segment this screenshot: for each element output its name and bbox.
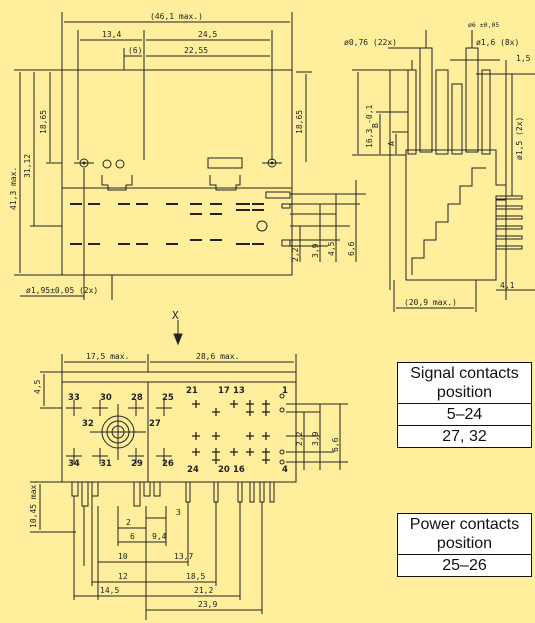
signal-contacts-table: Signal contacts position 5–24 27, 32 (397, 362, 532, 448)
pin-number: 17 (218, 386, 230, 396)
dim-overall-width: (46,1 max.) (150, 12, 203, 21)
signal-table-row: 27, 32 (397, 425, 532, 448)
bottom-view-labels: 17,5 max. 28,6 max. 4,5 2,2 3,9 6,6 10,4… (29, 352, 340, 609)
dim-10: 10 (118, 552, 128, 561)
dim-6: (6) (128, 46, 142, 55)
power-contacts-table: Power contacts position 25–26 (397, 513, 532, 577)
dim-13-7: 13,7 (174, 552, 193, 561)
dim-6-b: 6 (130, 532, 135, 541)
dim-9-4: 9,4 (152, 532, 167, 541)
pin-number: 30 (100, 393, 112, 403)
pin-number: 25 (162, 393, 174, 403)
signal-table-header: Signal contacts position (397, 362, 532, 404)
dim-22-55: 22,55 (184, 46, 208, 55)
dim-2-2: 2,2 (291, 247, 300, 262)
dim-pin-dia-6: ø6 ±0,05 (468, 21, 499, 29)
dim-18-5: 18,5 (186, 572, 205, 581)
pin-number: 33 (68, 393, 80, 403)
pin-number: 1 (282, 386, 288, 396)
front-view-labels: (46,1 max.) 13,4 24,5 (6) 22,55 41,3 max… (9, 12, 356, 295)
bottom-view (30, 354, 348, 620)
dim-width-left: 17,5 max. (86, 352, 129, 361)
pin-number: 24 (187, 465, 199, 475)
dim-14-5: 14,5 (100, 586, 119, 595)
dim-2: 2 (126, 518, 131, 527)
dim-hole-diameter: ø1,95±0,05 (2x) (26, 286, 98, 295)
dim-height: 16,3 -0,1 (365, 104, 374, 148)
dim-12: 12 (118, 572, 128, 581)
dim-4-5: 4,5 (327, 241, 336, 256)
dim-2-2-bottom: 2,2 (295, 431, 304, 446)
pin-number: 27 (149, 419, 161, 429)
pin-number: 4 (282, 465, 288, 475)
pin-number: 16 (233, 465, 245, 475)
side-view (352, 30, 535, 312)
pin-number: 26 (162, 459, 174, 469)
power-table-header: Power contacts position (397, 513, 532, 555)
dim-31-12: 31,12 (23, 154, 32, 178)
dim-21-2: 21,2 (194, 586, 213, 595)
pin-number: 32 (82, 419, 94, 429)
pin-numbers: 21 17 13 1 33 30 28 25 32 27 34 31 29 26… (68, 386, 288, 475)
power-table-row: 25–26 (397, 554, 532, 577)
dim-3-9: 3,9 (311, 243, 320, 258)
dim-13-4: 13,4 (102, 30, 121, 39)
pin-number: 29 (131, 459, 143, 469)
pin-number: 28 (131, 393, 143, 403)
dim-24-5: 24,5 (198, 30, 217, 39)
dim-pin-dia-small: ø0,76 (22x) (344, 38, 397, 47)
dim-height-max: 10,45 max. (29, 480, 38, 528)
side-view-labels: ø0,76 (22x) ø6 ±0,05 ø1,6 (8x) 1,5 16,3 … (344, 21, 531, 307)
dim-depth: (20,9 max.) (404, 298, 457, 307)
label-b: B (371, 123, 380, 128)
pin-number: 13 (233, 386, 245, 396)
view-label-x: X (172, 309, 179, 322)
dim-3-9-bottom: 3,9 (311, 431, 320, 446)
dim-overall-height: 41,3 max. (9, 167, 18, 210)
dim-width-right: 28,6 max. (196, 352, 239, 361)
pin-number: 34 (68, 459, 80, 469)
dim-4-1: 4,1 (500, 281, 515, 290)
front-view (14, 12, 366, 300)
signal-table-row: 5–24 (397, 403, 532, 426)
dim-3: 3 (176, 508, 181, 517)
dim-hole-2x: ø1,5 (2x) (515, 117, 524, 160)
pin-number: 20 (218, 465, 230, 475)
pin-number: 31 (100, 459, 112, 469)
dim-18-65-right: 18,65 (295, 110, 304, 134)
dim-6-6-bottom: 6,6 (331, 437, 340, 452)
dim-1-5: 1,5 (516, 54, 531, 63)
dim-23-9: 23,9 (198, 600, 217, 609)
dim-pin-dia-large: ø1,6 (8x) (476, 38, 519, 47)
dim-6-6: 6,6 (347, 241, 356, 256)
dim-4-5-bottom: 4,5 (33, 379, 42, 394)
label-a: A (387, 141, 396, 146)
dim-18-65-left: 18,65 (39, 110, 48, 134)
pin-number: 21 (186, 386, 198, 396)
